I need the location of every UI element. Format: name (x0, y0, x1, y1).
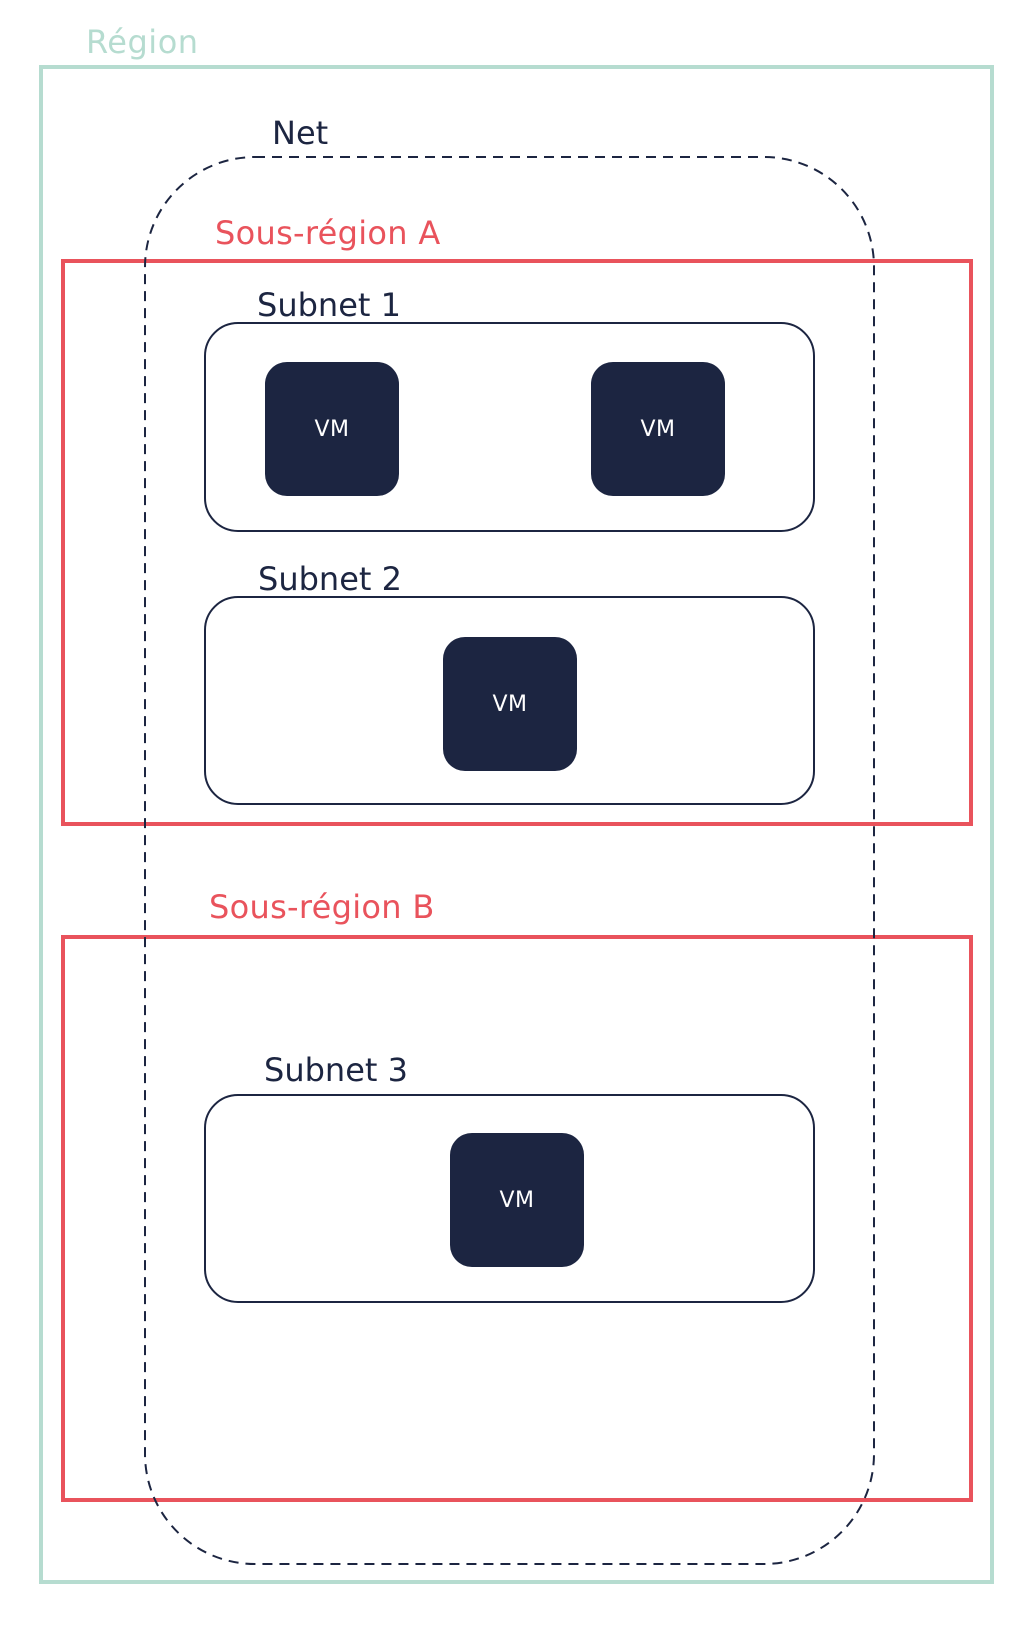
subnet-1-title: Subnet 1 (257, 286, 401, 324)
subnet-3-box (204, 1094, 815, 1303)
vm-node: VM (443, 637, 577, 771)
subnet-2-title: Subnet 2 (258, 560, 402, 598)
subnet-2-box (204, 596, 815, 805)
vm-node: VM (265, 362, 399, 496)
subnet-3-title: Subnet 3 (264, 1051, 408, 1089)
subregion-b-title: Sous-région B (209, 888, 435, 926)
subnet-1-box (204, 322, 815, 532)
region-box (39, 65, 994, 1584)
subregion-a-title: Sous-région A (215, 214, 441, 252)
vm-node: VM (591, 362, 725, 496)
region-title: Région (86, 23, 199, 61)
vm-node: VM (450, 1133, 584, 1267)
net-title: Net (272, 114, 329, 152)
